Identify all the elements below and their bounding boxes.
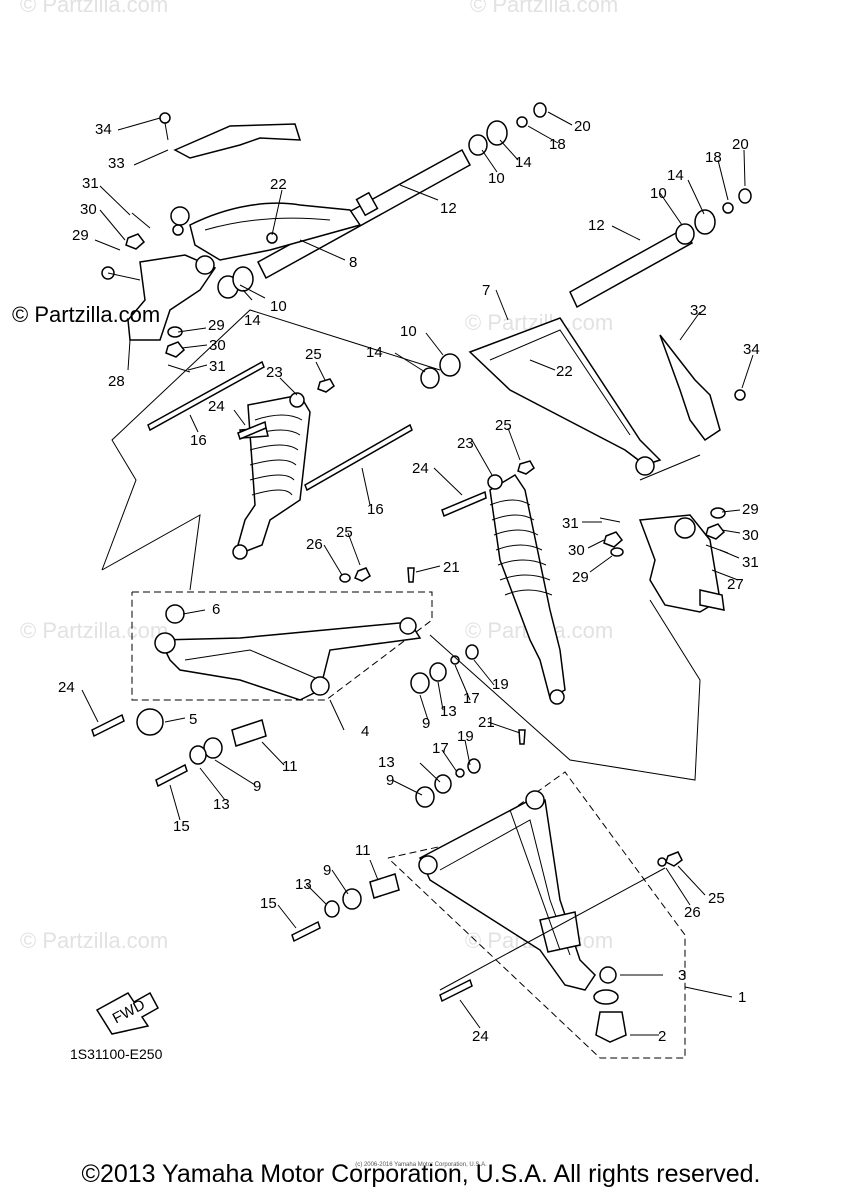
callout-9: 9 xyxy=(386,772,394,789)
callout-1: 1 xyxy=(738,989,746,1006)
callout-19: 19 xyxy=(492,676,509,693)
callout-30: 30 xyxy=(209,337,226,354)
callout-16: 16 xyxy=(190,432,207,449)
callout-18: 18 xyxy=(549,136,566,153)
callout-31: 31 xyxy=(82,175,99,192)
callout-11: 11 xyxy=(282,758,298,775)
callout-34: 34 xyxy=(95,121,112,138)
callout-14: 14 xyxy=(515,154,532,171)
callout-29: 29 xyxy=(572,569,589,586)
lower-arm-left xyxy=(131,567,433,736)
callout-29: 29 xyxy=(742,501,759,518)
callout-30: 30 xyxy=(568,542,585,559)
callout-5: 5 xyxy=(189,711,197,728)
callout-24: 24 xyxy=(208,398,225,415)
callout-7: 7 xyxy=(482,282,490,299)
callout-22: 22 xyxy=(270,176,287,193)
callout-18: 18 xyxy=(705,149,722,166)
callout-33: 33 xyxy=(108,155,125,172)
callout-29: 29 xyxy=(72,227,89,244)
callout-26: 26 xyxy=(684,904,701,921)
callout-21: 21 xyxy=(443,559,460,576)
callout-13: 13 xyxy=(440,703,457,720)
callout-15: 15 xyxy=(173,818,190,835)
callout-28: 28 xyxy=(108,373,125,390)
callout-30: 30 xyxy=(742,527,759,544)
callout-27: 27 xyxy=(727,576,744,593)
callout-14: 14 xyxy=(244,312,261,329)
shock-left xyxy=(232,378,335,560)
callout-11: 11 xyxy=(355,842,371,859)
callout-2: 2 xyxy=(658,1028,666,1045)
callout-14: 14 xyxy=(366,344,383,361)
callout-4: 4 xyxy=(361,723,369,740)
callout-23: 23 xyxy=(266,364,283,381)
watermark: © Partzilla.com xyxy=(20,928,168,953)
callout-34: 34 xyxy=(743,341,760,358)
callout-13: 13 xyxy=(295,876,312,893)
callout-24: 24 xyxy=(412,460,429,477)
callout-10: 10 xyxy=(270,298,287,315)
diagram-code: 1S31100-E250 xyxy=(70,1046,163,1062)
mid-parts xyxy=(189,644,683,918)
callout-20: 20 xyxy=(732,136,749,153)
callout-23: 23 xyxy=(457,435,474,452)
callout-9: 9 xyxy=(422,715,430,732)
callout-24: 24 xyxy=(472,1028,489,1045)
callout-20: 20 xyxy=(574,118,591,135)
callout-12: 12 xyxy=(440,200,457,217)
callout-21: 21 xyxy=(478,714,495,731)
callout-25: 25 xyxy=(495,417,512,434)
callout-25: 25 xyxy=(305,346,322,363)
callout-17: 17 xyxy=(463,690,480,707)
callout-25: 25 xyxy=(708,890,725,907)
callout-19: 19 xyxy=(457,728,474,745)
callouts: 1 2 3 4 5 6 7 8 9 9 9 9 10 10 10 10 12 1… xyxy=(58,118,760,1045)
callout-31: 31 xyxy=(209,358,226,375)
watermark: © Partzilla.com xyxy=(20,0,168,17)
callout-10: 10 xyxy=(488,170,505,187)
leader-lines xyxy=(81,111,754,1036)
upper-arm-left xyxy=(101,102,547,373)
callout-22: 22 xyxy=(556,363,573,380)
callout-15: 15 xyxy=(260,895,277,912)
callout-25: 25 xyxy=(336,524,353,541)
shock-right xyxy=(487,460,566,705)
callout-3: 3 xyxy=(678,967,686,984)
callout-31: 31 xyxy=(562,515,579,532)
partzilla-watermark: © Partzilla.com xyxy=(12,302,161,327)
lower-arm-right xyxy=(387,771,686,1059)
callout-14: 14 xyxy=(667,167,684,184)
callout-29: 29 xyxy=(208,317,225,334)
watermark: © Partzilla.com xyxy=(470,0,618,17)
bolts xyxy=(91,360,487,1003)
callout-9: 9 xyxy=(323,862,331,879)
callout-12: 12 xyxy=(588,217,605,234)
callout-6: 6 xyxy=(212,601,220,618)
callout-26: 26 xyxy=(306,536,323,553)
upper-arm-right xyxy=(420,188,752,613)
callout-16: 16 xyxy=(367,501,384,518)
watermark: © Partzilla.com xyxy=(20,618,168,643)
callout-10: 10 xyxy=(400,323,417,340)
callout-9: 9 xyxy=(253,778,261,795)
callout-24: 24 xyxy=(58,679,75,696)
callout-31: 31 xyxy=(742,554,759,571)
callout-30: 30 xyxy=(80,201,97,218)
callout-10: 10 xyxy=(650,185,667,202)
copyright-footer: ©2013 Yamaha Motor Corporation, U.S.A. A… xyxy=(81,1160,761,1188)
callout-13: 13 xyxy=(213,796,230,813)
callout-32: 32 xyxy=(690,302,707,319)
fwd-arrow-icon: FWD xyxy=(95,991,160,1035)
callout-13: 13 xyxy=(378,754,395,771)
small-copyright: (c) 2006-2016 Yamaha Motor Corporation, … xyxy=(355,1162,487,1168)
callout-17: 17 xyxy=(432,740,449,757)
callout-8: 8 xyxy=(349,254,357,271)
